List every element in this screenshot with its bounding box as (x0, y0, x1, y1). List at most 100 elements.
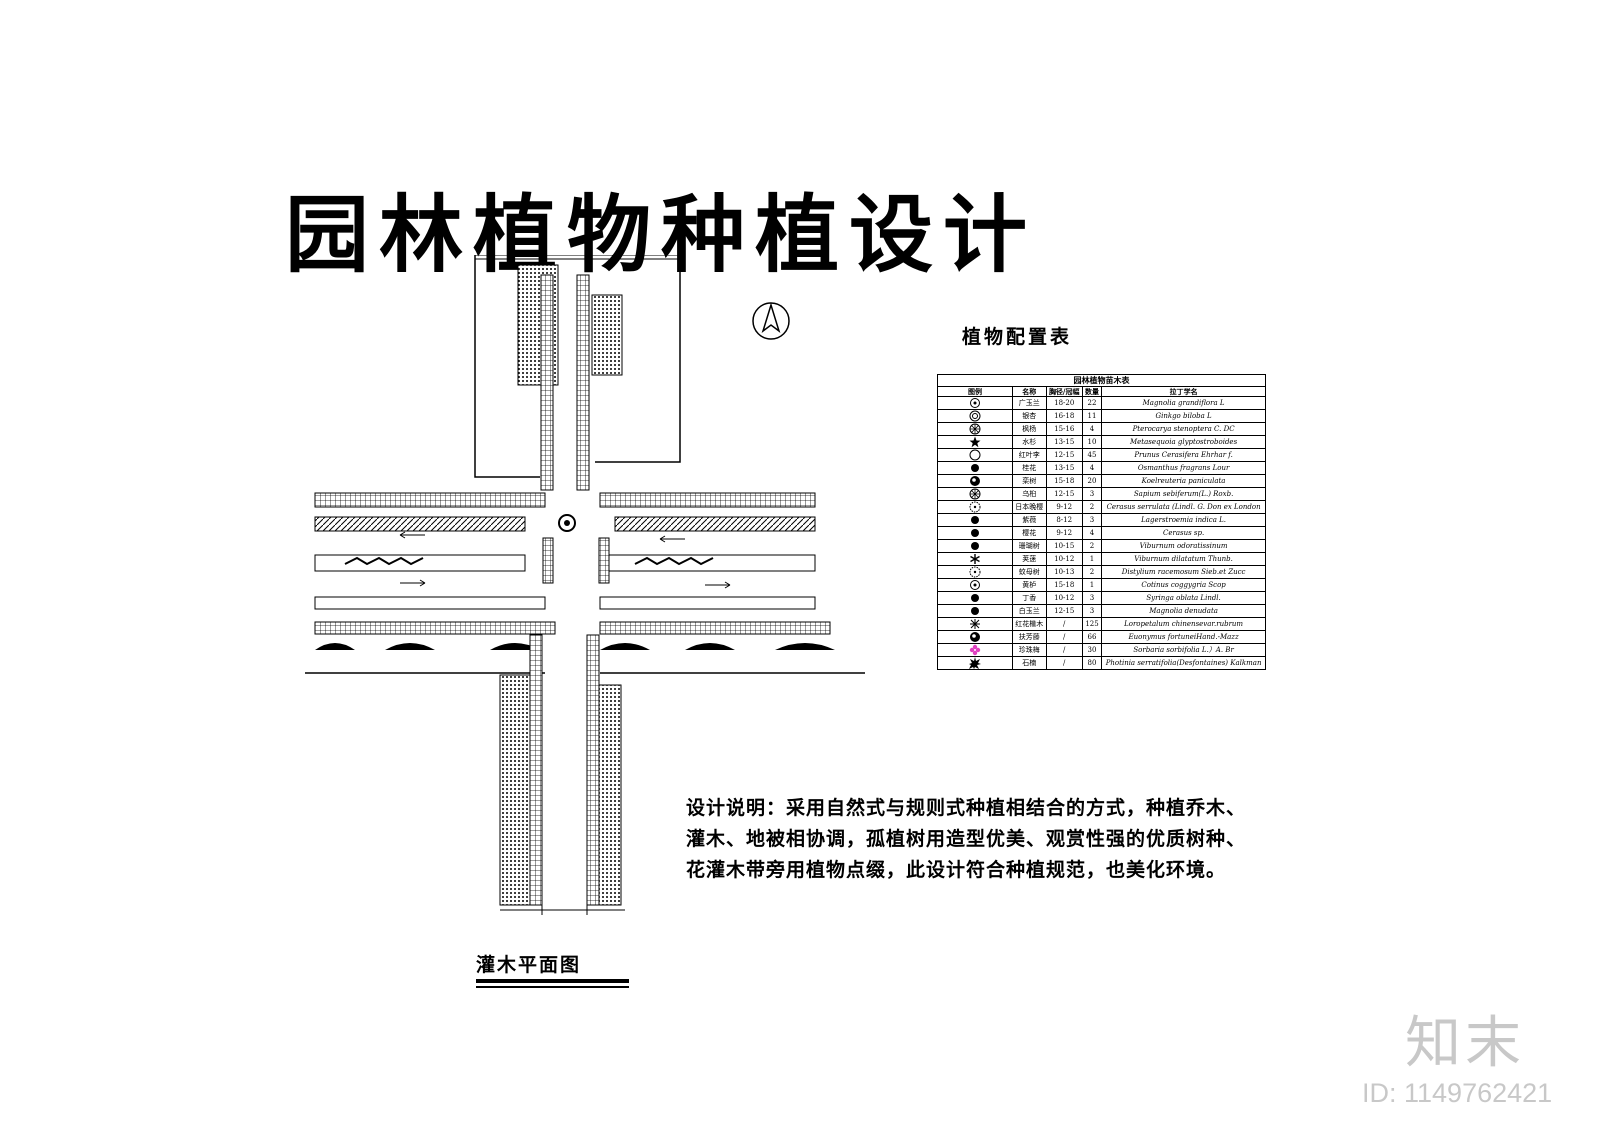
size-cell: 15-18 (1045, 578, 1083, 592)
qty-cell: 20 (1081, 474, 1103, 488)
qty-cell: 3 (1081, 591, 1103, 605)
header-latin: 拉丁学名 (1101, 386, 1266, 397)
description-line: 灌木、地被相协调，孤植树用造型优美、观赏性强的优质树种、 (686, 828, 1247, 850)
dashed-circle-icon (940, 566, 1010, 578)
legend-cell (937, 656, 1013, 670)
latin-cell: Lagerstroemia indica L. (1101, 513, 1266, 527)
legend-cell (937, 526, 1013, 540)
size-cell: / (1045, 630, 1083, 644)
qty-cell: 3 (1081, 487, 1103, 501)
ring-dot-icon (940, 579, 1010, 591)
qty-cell: 66 (1081, 630, 1103, 644)
name-cell: 樱花 (1012, 526, 1047, 540)
legend-cell (937, 396, 1013, 410)
legend-cell (937, 565, 1013, 579)
size-cell: 18-20 (1045, 396, 1083, 410)
legend-cell (937, 604, 1013, 618)
name-cell: 丁香 (1012, 591, 1047, 605)
size-cell: 12-15 (1045, 448, 1083, 462)
latin-cell: Euonymus fortuneiHand.-Mazz (1101, 630, 1266, 644)
latin-cell: Photinia serratifolia(Desfontaines) Kalk… (1101, 656, 1266, 670)
size-cell: 10-15 (1045, 539, 1083, 553)
legend-cell (937, 591, 1013, 605)
header-qty: 数量 (1081, 386, 1103, 397)
legend-cell (937, 617, 1013, 631)
latin-cell: Pterocarya stenoptera C. DC (1101, 422, 1266, 436)
size-cell: 15-18 (1045, 474, 1083, 488)
latin-cell: Sapium sebiferum(L.) Roxb. (1101, 487, 1266, 501)
description-line: 花灌木带旁用植物点缀，此设计符合种植规范，也美化环境。 (686, 859, 1227, 881)
name-cell: 乌桕 (1012, 487, 1047, 501)
flower-circle-icon (940, 410, 1010, 422)
legend-cell (937, 474, 1013, 488)
legend-cell (937, 500, 1013, 514)
size-cell: / (1045, 643, 1083, 657)
legend-cell (937, 435, 1013, 449)
name-cell: 扶芳藤 (1012, 630, 1047, 644)
filled-circle-icon (940, 605, 1010, 617)
name-cell: 蚊母树 (1012, 565, 1047, 579)
size-cell: 10-12 (1045, 591, 1083, 605)
asterisk-icon (940, 553, 1010, 565)
size-cell: 8-12 (1045, 513, 1083, 527)
latin-cell: Osmanthus fragrans Lour (1101, 461, 1266, 475)
name-cell: 栾树 (1012, 474, 1047, 488)
name-cell: 枫杨 (1012, 422, 1047, 436)
size-cell: 9-12 (1045, 500, 1083, 514)
legend-cell (937, 409, 1013, 423)
qty-cell: 125 (1081, 617, 1103, 631)
size-cell: / (1045, 656, 1083, 670)
site-plan (305, 255, 865, 915)
name-cell: 珊瑚树 (1012, 539, 1047, 553)
spiky-shrub-icon (940, 657, 1010, 669)
latin-cell: Magnolia denudata (1101, 604, 1266, 618)
legend-cell (937, 448, 1013, 462)
qty-cell: 1 (1081, 552, 1103, 566)
name-cell: 珍珠梅 (1012, 643, 1047, 657)
latin-cell: Syringa oblata Lindl. (1101, 591, 1266, 605)
latin-cell: Viburnum dilatatum Thunb. (1101, 552, 1266, 566)
size-cell: 13-15 (1045, 461, 1083, 475)
qty-cell: 45 (1081, 448, 1103, 462)
size-cell: 15-16 (1045, 422, 1083, 436)
qty-cell: 4 (1081, 422, 1103, 436)
header-name: 名称 (1012, 386, 1047, 397)
qty-cell: 3 (1081, 604, 1103, 618)
size-cell: 12-15 (1045, 604, 1083, 618)
legend-cell (937, 461, 1013, 475)
qty-cell: 10 (1081, 435, 1103, 449)
plan-label-underline (476, 979, 629, 983)
qty-cell: 4 (1081, 526, 1103, 540)
spider-shrub-icon (940, 618, 1010, 630)
name-cell: 红花檵木 (1012, 617, 1047, 631)
latin-cell: Koelreuteria paniculata (1101, 474, 1266, 488)
size-cell: 10-12 (1045, 552, 1083, 566)
dashed-circle-icon (940, 501, 1010, 513)
image-id: ID: 1149762421 (1362, 1078, 1553, 1108)
header-legend: 图例 (937, 386, 1013, 397)
description-line: 设计说明：采用自然式与规则式种植相结合的方式，种植乔木、 (686, 797, 1247, 819)
latin-cell: Viburnum odoratissinum (1101, 539, 1266, 553)
latin-cell: Distylium racemosum Sieb.et Zucc (1101, 565, 1266, 579)
design-description: 设计说明：采用自然式与规则式种植相结合的方式，种植乔木、 灌木、地被相协调，孤植… (686, 793, 1496, 886)
spoked-circle-icon (940, 488, 1010, 500)
name-cell: 银杏 (1012, 409, 1047, 423)
qty-cell: 2 (1081, 565, 1103, 579)
filled-circle-icon (940, 527, 1010, 539)
legend-cell (937, 552, 1013, 566)
